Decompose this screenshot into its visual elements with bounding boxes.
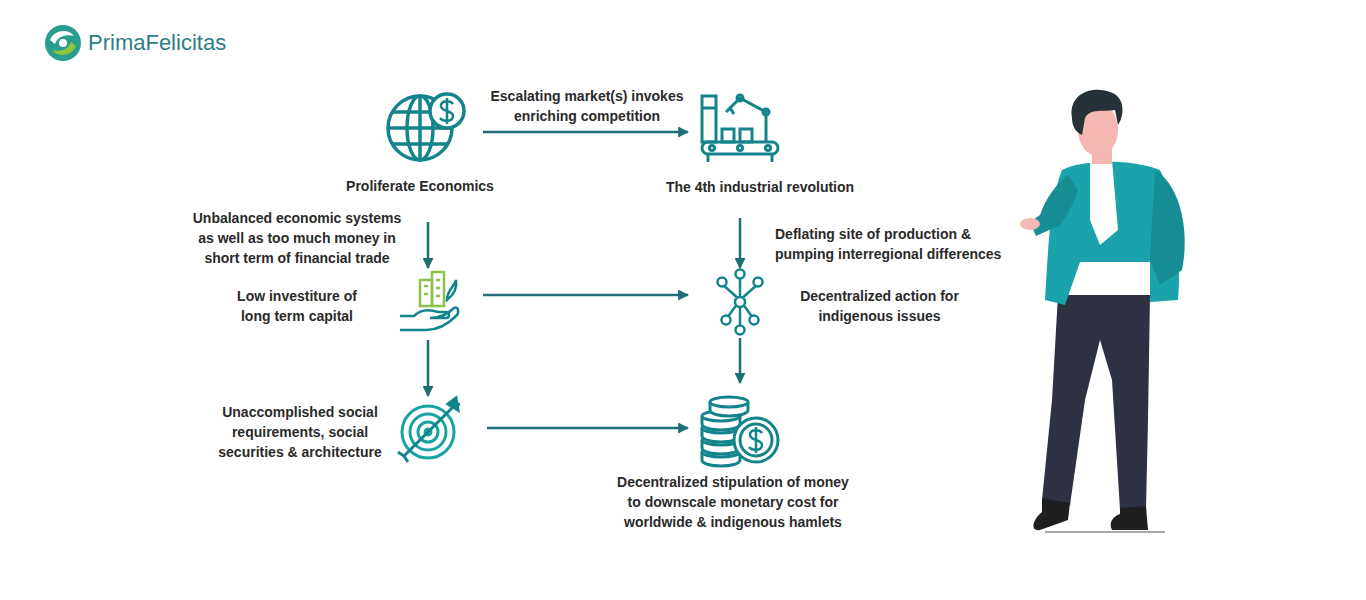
flow-arrow — [739, 338, 742, 383]
node-label: Proliferate Economics — [320, 176, 520, 196]
flow-arrow — [483, 294, 688, 297]
flow-arrow — [427, 222, 430, 268]
node-label: Unaccomplished social requirements, soci… — [215, 402, 385, 462]
node-label: Decentralized action for indigenous issu… — [792, 286, 967, 326]
flow-arrow — [487, 427, 688, 430]
flow-arrow — [483, 131, 688, 134]
logo-mark — [45, 25, 81, 61]
node-label: The 4th industrial revolution — [650, 177, 870, 197]
network-icon — [718, 270, 763, 335]
icon-node: Decentralized action for indigenous issu… — [712, 270, 768, 336]
coins-icon — [702, 397, 778, 466]
icon-node: The 4th industrial revolution — [698, 92, 778, 198]
factory-icon — [702, 95, 778, 162]
icon-node: Proliferate Economics — [388, 92, 472, 198]
node-label: Low investiture of long term capital — [227, 286, 367, 326]
brand-name: PrimaFelicitas — [88, 30, 226, 56]
edge-label: Unbalanced economic systems as well as t… — [187, 208, 407, 268]
icon-node: Unaccomplished social requirements, soci… — [398, 398, 462, 462]
target-icon — [398, 398, 460, 462]
icon-node: Low investiture of long term capital — [398, 270, 458, 336]
edge-label: Deflating site of production & pumping i… — [775, 224, 1010, 264]
edge-label: Escalating market(s) invokes enriching c… — [482, 86, 692, 126]
globe-icon — [388, 94, 464, 160]
node-label: Decentralized stipulation of money to do… — [613, 472, 853, 532]
hand-icon — [400, 272, 458, 330]
icon-node: Decentralized stipulation of money to do… — [700, 390, 780, 530]
flow-arrow — [739, 218, 742, 268]
person-illustration — [1020, 90, 1185, 532]
flow-arrow — [427, 340, 430, 396]
